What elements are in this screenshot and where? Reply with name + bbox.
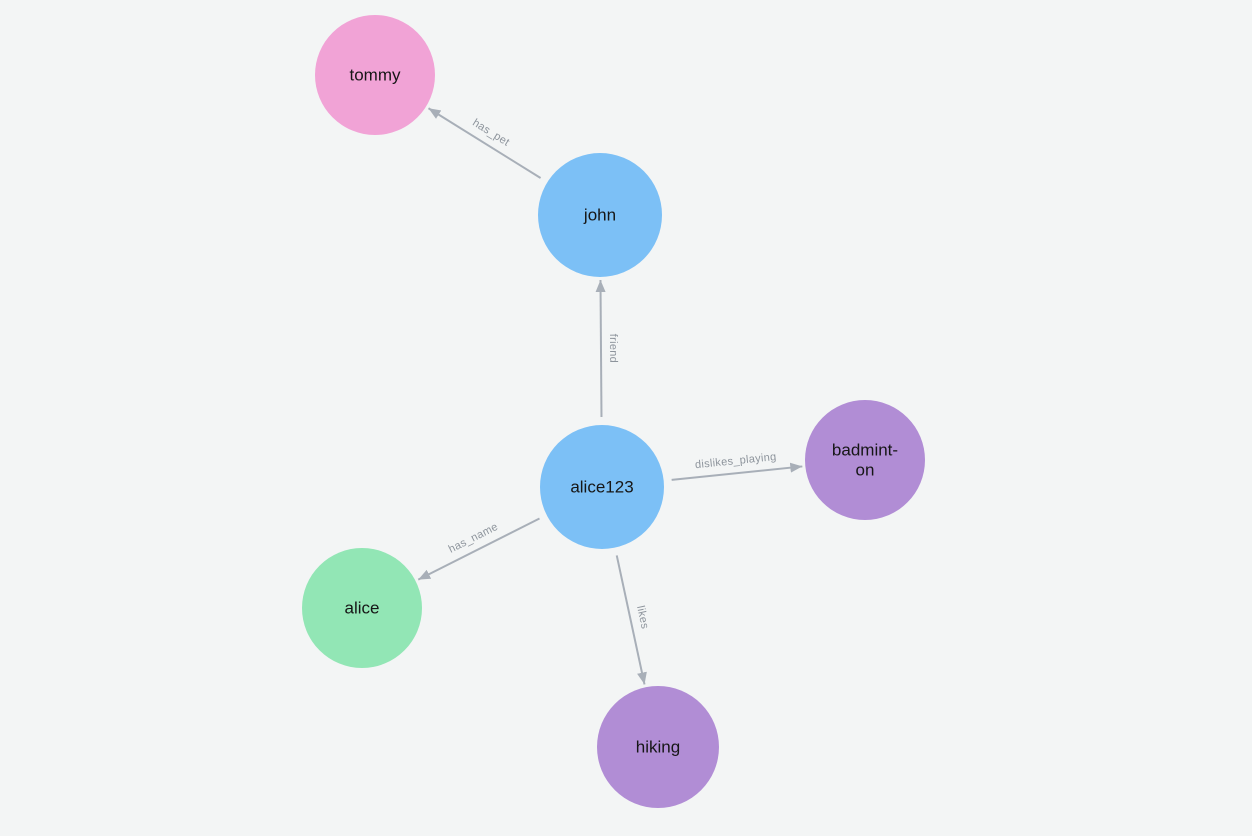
edge-label-has_pet: has_pet <box>470 117 511 149</box>
node-label-alice-0: alice <box>345 599 380 618</box>
node-label-tommy-0: tommy <box>350 66 402 85</box>
node-circle-hiking[interactable] <box>597 686 719 808</box>
node-label-hiking-0: hiking <box>636 738 680 757</box>
node-circle-john[interactable] <box>538 153 662 277</box>
graph-node-badminton[interactable]: badmint-on <box>805 400 925 520</box>
graph-node-tommy[interactable]: tommy <box>315 15 435 135</box>
node-label-badminton-1: on <box>856 461 875 480</box>
graph-edge-likes[interactable] <box>615 555 647 685</box>
node-label-badminton-0: badmint- <box>832 441 898 460</box>
node-label-john-0: john <box>583 206 616 225</box>
graph-edge-has_name[interactable] <box>417 517 540 581</box>
node-circle-tommy[interactable] <box>315 15 435 135</box>
node-circle-alice123[interactable] <box>540 425 664 549</box>
edge-label-friend: friend <box>607 334 619 363</box>
graph-edge-friend[interactable] <box>595 279 606 418</box>
graph-edge-dislikes_playing[interactable] <box>671 462 803 481</box>
node-circle-alice[interactable] <box>302 548 422 668</box>
node-label-alice123-0: alice123 <box>570 478 633 497</box>
graph-node-alice123[interactable]: alice123 <box>540 425 664 549</box>
edge-label-dislikes_playing: dislikes_playing <box>694 451 777 471</box>
node-circle-badminton[interactable] <box>805 400 925 520</box>
edge-label-likes: likes <box>634 605 651 631</box>
graph-edge-has_pet[interactable] <box>427 107 542 179</box>
graph-node-john[interactable]: john <box>538 153 662 277</box>
graph-node-alice[interactable]: alice <box>302 548 422 668</box>
graph-node-hiking[interactable]: hiking <box>597 686 719 808</box>
edge-label-has_name: has_name <box>447 521 500 556</box>
